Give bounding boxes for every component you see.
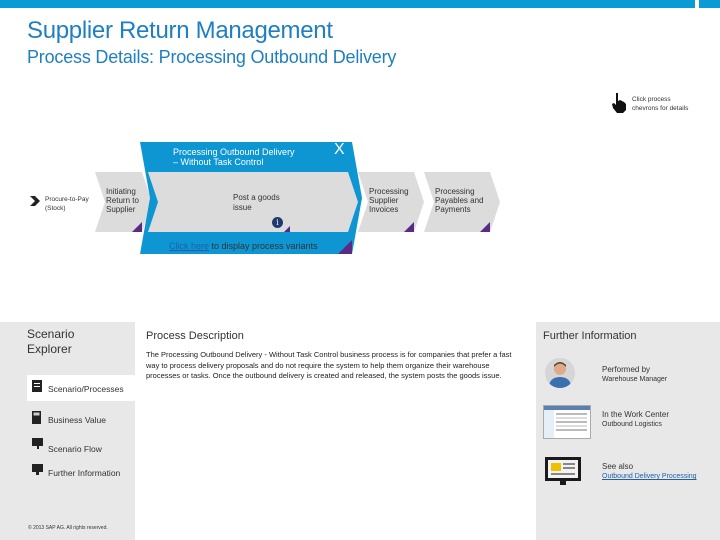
monitor-icon (32, 464, 43, 475)
document-icon (32, 380, 42, 392)
procure-to-pay-label[interactable]: Procure-to-Pay (Stock) (45, 196, 89, 212)
sidebar-active-item-bg (27, 375, 137, 401)
top-accent-bar (0, 0, 695, 8)
process-description-body: The Processing Outbound Delivery - Witho… (146, 350, 512, 380)
person-icon (545, 358, 575, 388)
work-center-screen-icon (544, 406, 590, 438)
step-payables-label: Processing Payables and Payments (435, 187, 484, 214)
further-information-title: Further Information (543, 330, 637, 342)
arrow-right-icon (30, 196, 40, 206)
scenario-explorer-panel (0, 322, 135, 540)
scenario-explorer-heading: Scenario Explorer (27, 327, 75, 356)
substep-label: Post a goods issue (233, 193, 280, 212)
variants-text: Click here to display process variants (169, 241, 318, 251)
flag-icon (32, 438, 43, 449)
work-center-label: In the Work Center (602, 410, 669, 419)
hint-text: Click process chevrons for details (632, 96, 689, 112)
chevron-initiating-return[interactable] (95, 172, 152, 232)
see-also-label: See also (602, 462, 634, 471)
chevron-payables-payments[interactable] (424, 172, 500, 232)
sidebar-item-further-information[interactable]: Further Information (48, 468, 121, 478)
see-also-link-wrap: Outbound Delivery Processing (602, 473, 697, 480)
substep-post-goods-issue[interactable] (148, 172, 358, 232)
process-description-panel (138, 322, 533, 540)
sidebar-item-scenario-processes[interactable]: Scenario/Processes (48, 384, 124, 394)
avatar (545, 358, 575, 388)
see-also-link[interactable]: Outbound Delivery Processing (602, 473, 697, 480)
performed-by-value: Warehouse Manager (602, 376, 668, 383)
work-center-value: Outbound Logistics (602, 421, 662, 428)
document-screen-icon (545, 457, 581, 485)
page-title: Supplier Return Management (27, 17, 333, 44)
step-initiating-return-label: Initiating Return to Supplier (106, 187, 139, 214)
info-icon[interactable]: i (272, 217, 283, 228)
close-icon[interactable]: X (334, 141, 345, 158)
page-subtitle: Process Details: Processing Outbound Del… (27, 47, 397, 67)
hand-pointer-icon (612, 93, 626, 113)
process-flow (95, 142, 500, 254)
chevron-supplier-invoices[interactable] (358, 172, 424, 232)
sidebar-item-business-value[interactable]: Business Value (48, 415, 106, 425)
work-center-thumbnail (543, 405, 591, 439)
step-supplier-invoices-label: Processing Supplier Invoices (369, 187, 409, 214)
copyright: © 2013 SAP AG. All rights reserved. (28, 525, 108, 531)
top-accent-bar-end (699, 0, 720, 8)
calculator-icon (32, 411, 41, 424)
active-step-title: Processing Outbound Delivery – Without T… (173, 147, 295, 167)
sidebar-item-scenario-flow[interactable]: Scenario Flow (48, 444, 102, 454)
variants-link[interactable]: Click here (169, 241, 210, 251)
process-description-title: Process Description (146, 330, 244, 342)
performed-by-label: Performed by (602, 365, 651, 374)
